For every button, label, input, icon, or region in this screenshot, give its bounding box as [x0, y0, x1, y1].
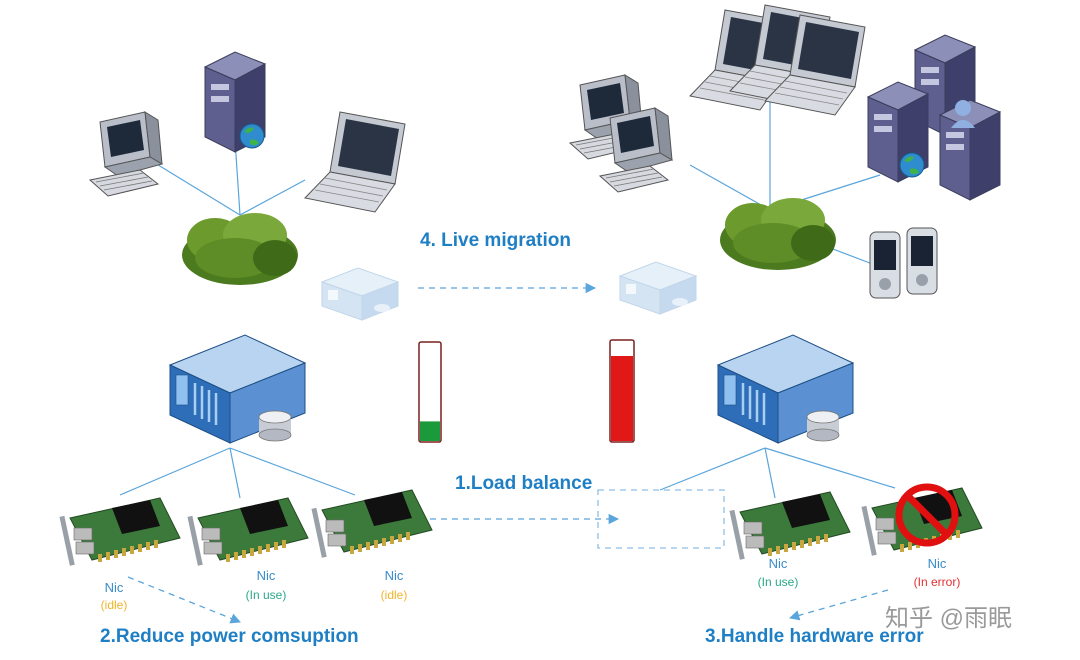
nic-status: (idle) [100, 598, 128, 612]
laptop-icon [304, 111, 406, 213]
right-network [569, 4, 1001, 299]
network-cloud-icon [720, 198, 836, 270]
load-meter-right [609, 339, 635, 443]
pda-device-icon [906, 227, 938, 295]
watermark: 知乎 @雨眠 [885, 605, 1013, 632]
power-arrow [127, 576, 241, 624]
right-nic-links [659, 447, 896, 499]
handle-error-label: 3.Handle hardware error [705, 626, 924, 647]
globe-icon [239, 123, 265, 149]
desktop-computer-icon [89, 111, 163, 197]
nic-card-icon [186, 497, 309, 567]
nic-label: Nic [256, 568, 276, 583]
prohibited-sign-icon [895, 483, 959, 547]
virtual-machine-icon [619, 261, 697, 315]
tower-server-icon [939, 99, 1001, 201]
rack-server-icon [168, 333, 307, 445]
left-network [89, 51, 406, 285]
virtual-machine-icon [321, 267, 399, 321]
network-cloud-icon [182, 213, 298, 285]
load-meter-left [418, 341, 442, 443]
nic-label: Nic [927, 556, 947, 571]
rack-server-icon [716, 333, 855, 445]
nic-status: (In use) [757, 575, 799, 589]
error-arrow [789, 589, 889, 621]
nic-status: (In use) [245, 588, 287, 602]
user-icon [955, 100, 971, 116]
left-nic-links [119, 447, 356, 499]
nic-label: Nic [384, 568, 404, 583]
nic-card-icon [728, 491, 851, 561]
live-migration-label: 4. Live migration [420, 230, 571, 251]
nic-status: (idle) [380, 588, 408, 602]
nic-label: Nic [104, 580, 124, 595]
nic-status: (In error) [913, 575, 961, 589]
nic-label: Nic [768, 556, 788, 571]
nic-slot-placeholder [597, 489, 725, 549]
pda-device-icon [869, 231, 901, 299]
reduce-power-label: 2.Reduce power comsuption [100, 626, 359, 647]
nic-card-icon [310, 489, 433, 559]
load-balance-label: 1.Load balance [455, 473, 593, 494]
globe-icon [899, 152, 925, 178]
nic-card-icon [58, 497, 181, 567]
